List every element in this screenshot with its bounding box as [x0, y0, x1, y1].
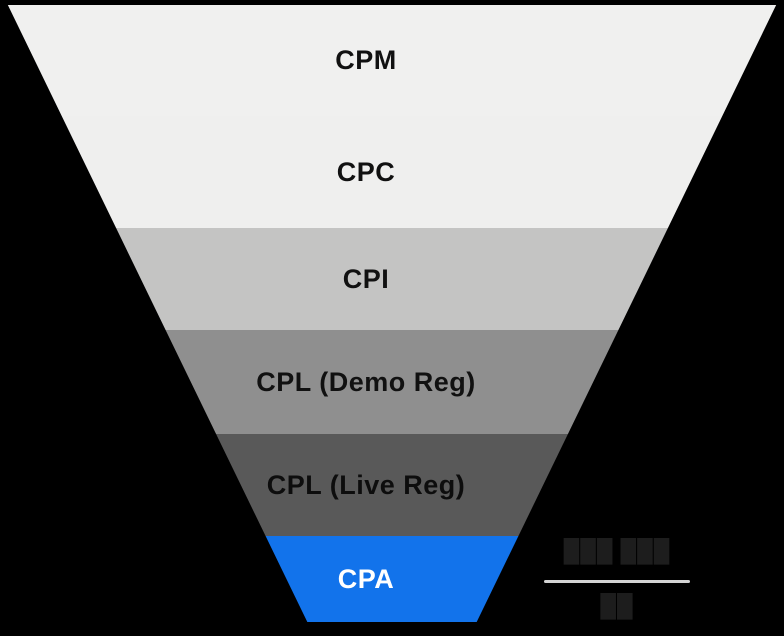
formula-denominator-text: ██	[600, 593, 634, 618]
funnel-level-cpl-live-reg: CPL (Live Reg)	[7, 434, 777, 536]
funnel-level-cpa-label: CPA	[337, 563, 395, 594]
funnel-level-cpi: CPI	[7, 228, 777, 330]
funnel-level-cpm: CPM	[7, 5, 777, 116]
funnel-level-cpl-live-reg-label: CPL (Live Reg)	[266, 469, 466, 500]
cpa-fraction-formula: ███ ███ ██	[543, 536, 691, 619]
funnel-level-cpc-label: CPC	[336, 156, 396, 187]
funnel-level-cpl-demo-reg-label: CPL (Demo Reg)	[256, 366, 476, 397]
marketing-metrics-funnel: CPM CPC CPI CPL (Demo Reg) CPL (Live Reg…	[7, 5, 777, 622]
formula-fraction-divider	[544, 580, 690, 583]
funnel-level-cpl-demo-reg: CPL (Demo Reg)	[7, 330, 777, 434]
funnel-level-cpc: CPC	[7, 116, 777, 228]
funnel-level-cpi-label: CPI	[342, 263, 390, 294]
formula-numerator-text: ███ ███	[563, 538, 671, 563]
funnel-level-cpm-label: CPM	[335, 45, 397, 75]
